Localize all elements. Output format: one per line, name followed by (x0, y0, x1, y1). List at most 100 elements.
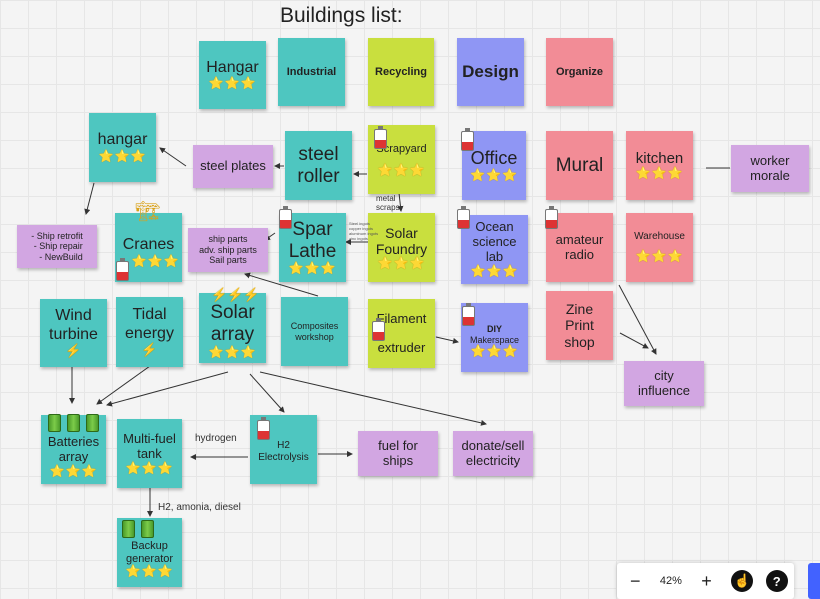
note-warehouse[interactable]: Warehouse ⭐⭐⭐ (626, 213, 693, 282)
stars-icon: ⭐⭐⭐ (288, 261, 337, 276)
arrow-zine-to-city (619, 332, 649, 349)
note-composites-label: Composites workshop (290, 321, 339, 342)
note-ocean-lab[interactable]: Ocean science lab ⭐⭐⭐ (457, 206, 528, 284)
stars-icon: ⭐⭐⭐ (635, 166, 684, 181)
note-batteries-array[interactable]: Batteries array ⭐⭐⭐ (41, 414, 106, 484)
arrow-filament-to-diy (435, 336, 459, 344)
note-cranes-label: Cranes (122, 236, 175, 254)
pointer-hand-icon[interactable]: ☝ (731, 570, 754, 592)
note-office[interactable]: Office ⭐⭐⭐ (461, 128, 526, 200)
stars-icon: ⭐⭐⭐ (470, 343, 519, 358)
note-city-influence-label: city influence (637, 367, 691, 398)
note-scrapyard[interactable]: Scrapyard ⭐⭐⭐ (368, 125, 435, 194)
label-metal-scraps: metal scraps (376, 194, 400, 212)
note-filament-label: Filament (376, 310, 427, 326)
note-solar-foundry-label: Solar Foundry (375, 224, 428, 257)
arrow-solar-to-h2 (249, 373, 285, 413)
note-mural[interactable]: Mural (546, 131, 613, 200)
note-worker-morale-label: worker morale (750, 152, 790, 183)
note-makerspace-label: Makerspace (469, 334, 520, 345)
note-backup-generator-label: Backup generator (125, 539, 174, 565)
note-steel-roller-label: steel roller (297, 143, 340, 187)
help-button[interactable]: ? (765, 570, 788, 592)
note-hangar-tasks-label: - Ship retrofit - Ship repair - NewBuild (31, 230, 83, 262)
note-hangar-tasks[interactable]: - Ship retrofit - Ship repair - NewBuild (17, 225, 97, 268)
arrow-hangar-to-tasks (84, 182, 95, 215)
note-donate-sell[interactable]: donate/sell electricity (453, 431, 533, 476)
zoom-in-button[interactable]: + (701, 570, 712, 591)
header-design[interactable]: Design (457, 38, 524, 106)
note-kitchen[interactable]: kitchen ⭐⭐⭐ (626, 131, 693, 200)
note-solar-array[interactable]: ⚡⚡⚡ Solar array ⭐⭐⭐ (199, 287, 266, 363)
note-ship-parts[interactable]: ship parts adv. ship parts Sail parts (188, 228, 268, 272)
note-h2-electrolysis[interactable]: H2 Electrolysis (250, 415, 317, 484)
note-scrapyard-label: Scrapyard (376, 143, 427, 156)
stars-icon: ⭐⭐⭐ (470, 264, 519, 278)
note-office-label: Office (470, 148, 518, 169)
stars-icon: ⭐⭐⭐ (377, 162, 426, 177)
note-solar-foundry[interactable]: Solar Foundry ⭐⭐⭐ (368, 213, 435, 282)
battery-low-icon (461, 128, 474, 151)
header-organize-label: Organize (555, 65, 604, 78)
header-hangar[interactable]: Hangar ⭐⭐⭐ (199, 41, 266, 109)
header-design-label: Design (462, 62, 519, 82)
note-steel-roller[interactable]: steel roller (285, 131, 352, 200)
header-organize[interactable]: Organize (546, 38, 613, 106)
note-amateur-radio[interactable]: amateur radio (545, 206, 613, 282)
note-diy-label: DIY (486, 324, 502, 335)
battery-low-icon (462, 303, 475, 326)
label-fuels: H2, amonia, diesel (158, 502, 241, 513)
note-zine[interactable]: Zine Print shop (546, 291, 613, 360)
note-diy-makerspace[interactable]: DIY Makerspace ⭐⭐⭐ (461, 303, 528, 372)
note-composites[interactable]: Composites workshop (281, 297, 348, 366)
note-tidal-energy[interactable]: Tidal energy ⚡ (116, 297, 183, 367)
label-hydrogen: hydrogen (195, 433, 237, 444)
note-spar-lathe[interactable]: Spar Lathe ⭐⭐⭐ (279, 206, 346, 282)
battery-low-icon (279, 206, 292, 229)
note-warehouse-label: Warehouse (634, 230, 685, 242)
note-hangar-label: hangar (97, 131, 148, 149)
arrow-plates-to-hangar (159, 147, 187, 167)
note-batteries-array-label: Batteries array (47, 433, 100, 464)
green-batteries-icon (119, 520, 157, 543)
lightning-icon: ⚡ (65, 342, 82, 358)
header-industrial[interactable]: Industrial (278, 38, 345, 106)
zoom-out-button[interactable]: − (630, 570, 641, 591)
bolts-icon: ⚡⚡⚡ (211, 287, 260, 302)
note-donate-sell-label: donate/sell electricity (461, 437, 525, 468)
note-filament[interactable]: Filament extruder (368, 299, 435, 368)
stars-icon: ⭐⭐⭐ (49, 463, 98, 478)
battery-low-icon (545, 206, 558, 229)
note-mural-label: Mural (555, 154, 604, 176)
note-fuel-for-ships[interactable]: fuel for ships (358, 431, 438, 476)
side-panel-toggle[interactable] (808, 563, 820, 599)
label-metals-list: Steel ingots copper ingots aluminum ingo… (349, 221, 379, 241)
stars-icon: ⭐⭐⭐ (208, 344, 257, 359)
note-electrolysis-label: Electrolysis (258, 451, 309, 463)
zoom-level[interactable]: 42% (659, 575, 682, 587)
note-solar-array-label: Solar array (210, 302, 255, 346)
battery-low-icon (374, 126, 387, 149)
note-city-influence[interactable]: city influence (624, 361, 704, 406)
arrow-tidal-to-batt (96, 365, 151, 405)
lightning-icon: ⚡ (141, 341, 158, 357)
note-zine-label: Zine Print shop (564, 301, 595, 350)
header-industrial-label: Industrial (286, 65, 337, 78)
note-cranes[interactable]: 🏗 Cranes ⭐⭐⭐ (115, 201, 182, 282)
crane-icon: 🏗 (135, 201, 161, 223)
note-multifuel-tank[interactable]: Multi-fuel tank ⭐⭐⭐ (117, 419, 182, 488)
green-batteries-icon (45, 414, 102, 437)
note-ship-parts-label: ship parts adv. ship parts Sail parts (199, 234, 257, 266)
arrow-solar-to-batt (106, 371, 229, 407)
header-recycling[interactable]: Recycling (368, 38, 434, 106)
note-steel-plates[interactable]: steel plates (193, 145, 273, 188)
note-hangar[interactable]: hangar ⭐⭐⭐ (89, 113, 156, 182)
note-wind-turbine-label: Wind turbine (49, 307, 98, 343)
note-wind-turbine[interactable]: Wind turbine ⚡ (40, 299, 107, 367)
note-backup-generator[interactable]: Backup generator ⭐⭐⭐ (117, 518, 182, 587)
note-fuel-for-ships-label: fuel for ships (378, 437, 418, 468)
note-worker-morale[interactable]: worker morale (731, 145, 809, 192)
note-steel-plates-label: steel plates (200, 158, 266, 174)
note-multifuel-tank-label: Multi-fuel tank (123, 430, 176, 461)
stars-icon: ⭐⭐⭐ (635, 249, 684, 264)
